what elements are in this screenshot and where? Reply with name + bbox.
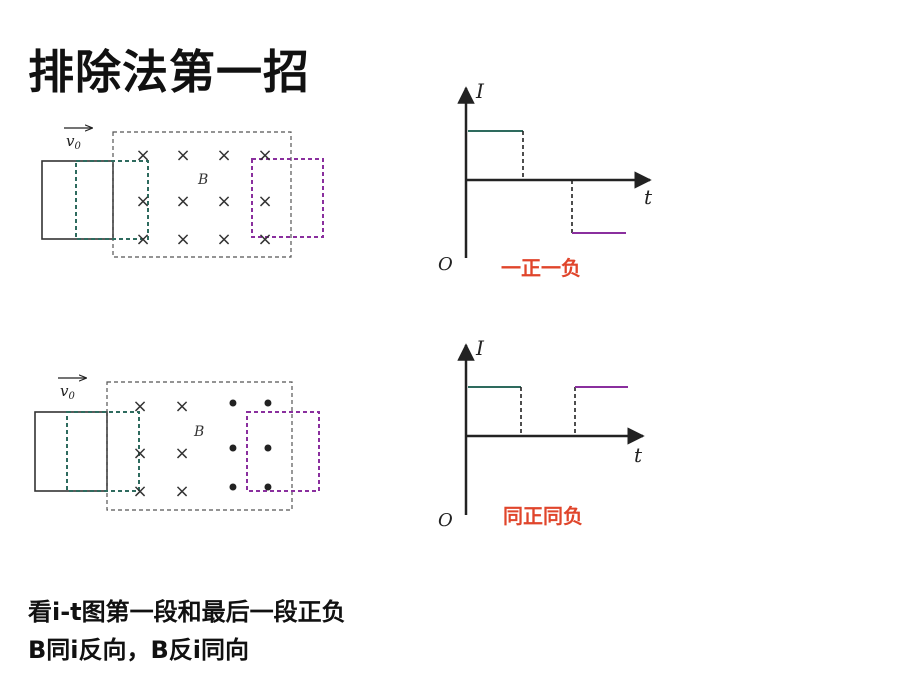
- field-cross: ×: [175, 191, 190, 212]
- svg-text:v0: v0: [60, 382, 75, 402]
- coil-entering-2: [34, 411, 108, 492]
- field-diagram-2: v0 × × × × × × • • • • • • B: [34, 378, 320, 511]
- field-cross: ×: [257, 191, 272, 212]
- graph1-origin: O: [438, 254, 453, 275]
- field-dot: •: [226, 390, 240, 418]
- field-label-2: B: [193, 424, 204, 440]
- current-time-graph-2: I t O 同正同负: [438, 336, 645, 531]
- field-cross: ×: [174, 481, 189, 502]
- field-cross: ×: [175, 145, 190, 166]
- field-region-2: [106, 381, 293, 511]
- velocity-subscript-2: 0: [68, 391, 75, 402]
- field-cross: ×: [132, 443, 147, 464]
- field-cross: ×: [135, 229, 150, 250]
- graph2-origin: O: [438, 510, 453, 531]
- field-dot: •: [261, 435, 275, 463]
- current-time-graph-1: I t O 一正一负: [438, 79, 653, 280]
- field-cross: ×: [132, 396, 147, 417]
- field-diagram-1: v0 × × × × × × × × × × × × B: [41, 128, 324, 258]
- graph1-x-label: t: [644, 185, 653, 209]
- field-cross: ×: [216, 191, 231, 212]
- field-cross: ×: [257, 229, 272, 250]
- field-cross: ×: [216, 229, 231, 250]
- field-cross: ×: [135, 145, 150, 166]
- coil-entering-1: [41, 160, 114, 240]
- velocity-label-2: v: [60, 382, 69, 400]
- note-line-2: B同i反向，B反i同向: [28, 636, 250, 664]
- velocity-label-1: v: [66, 132, 75, 150]
- field-cross: ×: [132, 481, 147, 502]
- coil-position-purple-1: [251, 158, 324, 238]
- field-dot: •: [226, 474, 240, 502]
- graph1-y-label: I: [475, 79, 485, 103]
- field-region-1: [112, 131, 292, 258]
- coil-position-purple-2: [246, 411, 320, 492]
- field-cross: ×: [175, 229, 190, 250]
- graph2-y-label: I: [475, 336, 485, 360]
- field-cross: ×: [257, 145, 272, 166]
- graph1-caption: 一正一负: [501, 256, 581, 280]
- field-dot: •: [261, 390, 275, 418]
- field-cross: ×: [174, 443, 189, 464]
- note-line-1: 看i-t图第一段和最后一段正负: [28, 598, 346, 626]
- graph2-x-label: t: [634, 443, 643, 467]
- coil-position-green-2: [66, 411, 140, 492]
- field-label-1: B: [197, 172, 208, 188]
- svg-text:v0: v0: [66, 132, 81, 152]
- field-dot: •: [261, 474, 275, 502]
- field-cross: ×: [135, 191, 150, 212]
- field-dot: •: [226, 435, 240, 463]
- graph2-caption: 同正同负: [503, 504, 583, 528]
- field-cross: ×: [216, 145, 231, 166]
- slide-title: 排除法第一招: [28, 45, 310, 99]
- field-cross: ×: [174, 396, 189, 417]
- coil-position-green-1: [75, 160, 149, 240]
- velocity-subscript-1: 0: [74, 141, 81, 152]
